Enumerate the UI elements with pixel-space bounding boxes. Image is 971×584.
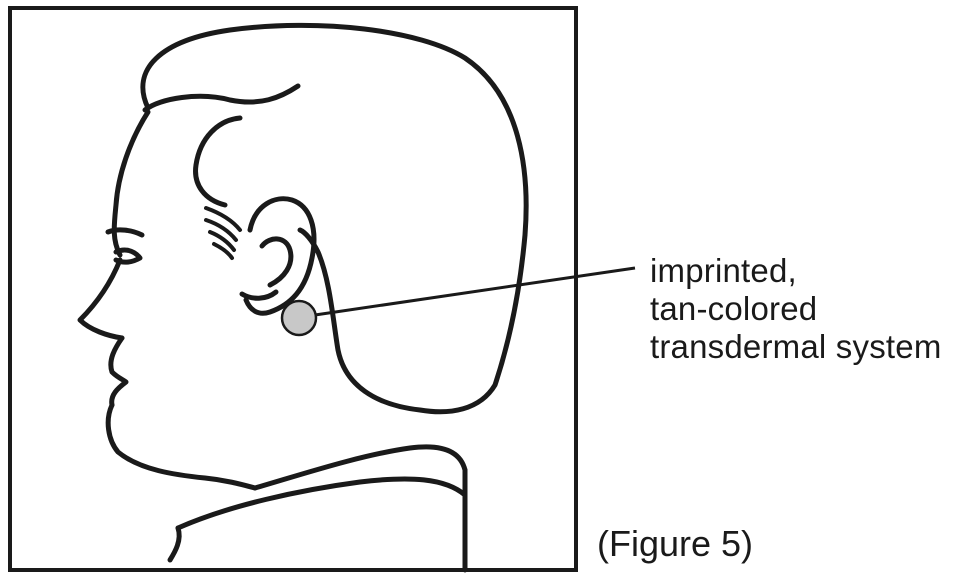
earlobe-fold <box>242 292 276 298</box>
head-profile-icon <box>80 25 526 570</box>
sideburn-lines <box>206 208 240 258</box>
lips <box>111 338 126 405</box>
callout-label: imprinted, tan-colored transdermal syste… <box>650 252 942 366</box>
callout-line-1: imprinted, <box>650 252 942 290</box>
nose <box>80 260 122 338</box>
collar <box>178 479 465 528</box>
callout-leader-line <box>315 268 635 315</box>
figure-caption: (Figure 5) <box>597 522 753 566</box>
ear-icon <box>242 199 314 314</box>
hair-outline <box>143 25 526 411</box>
collar-edge <box>170 528 179 560</box>
patch-icon <box>282 301 316 335</box>
chin-jaw <box>108 405 255 488</box>
callout-line-3: transdermal system <box>650 328 942 366</box>
hair-swoop <box>145 86 298 110</box>
callout-line-2: tan-colored <box>650 290 942 328</box>
ear-inner <box>262 239 291 285</box>
hairline <box>196 118 240 205</box>
